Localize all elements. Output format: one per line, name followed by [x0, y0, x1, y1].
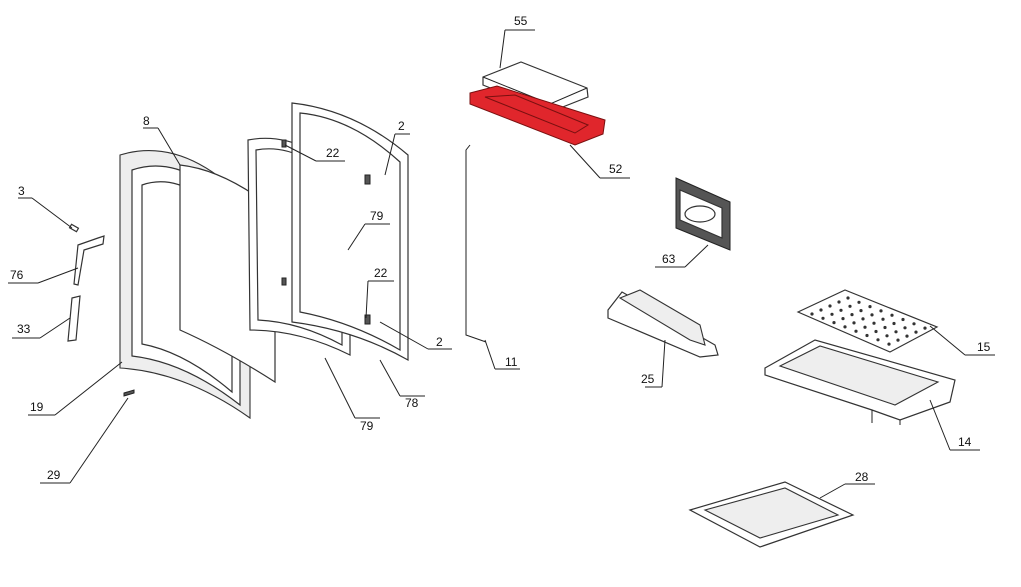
callout-label-2[interactable]: 2 — [398, 119, 405, 133]
grate-hole — [923, 326, 927, 330]
grate-hole — [828, 304, 832, 308]
callout-leader-line — [347, 223, 390, 251]
callout-leader-line — [143, 127, 181, 166]
grate-hole — [870, 313, 874, 317]
callout-leader-line — [929, 325, 995, 356]
grate-hole — [850, 313, 854, 317]
grate-hole — [874, 329, 878, 334]
part-rod-11[interactable] — [465, 144, 487, 343]
callout-label-28[interactable]: 28 — [855, 470, 869, 484]
callout-label-55[interactable]: 55 — [514, 14, 528, 28]
part-baffle-board-55[interactable] — [482, 61, 589, 113]
callout-label-25[interactable]: 25 — [641, 372, 655, 386]
grate-hole — [868, 305, 872, 309]
callout-leader-line — [384, 133, 410, 176]
grate-hole — [876, 338, 880, 342]
grate-hole — [846, 296, 850, 300]
callout-leader-line — [655, 244, 709, 268]
callout-leader-line — [18, 197, 73, 229]
part-deflector-25[interactable] — [607, 289, 719, 358]
callout-leader-line — [819, 483, 875, 499]
callout-label-22[interactable]: 22 — [326, 146, 340, 160]
callout-leader-line — [645, 339, 666, 388]
part-latch-76[interactable] — [73, 235, 105, 286]
part-pin-3[interactable] — [68, 223, 80, 233]
grate-hole — [887, 342, 891, 346]
part-magnet-29[interactable] — [123, 389, 135, 397]
grate-hole — [894, 330, 898, 334]
callout-label-29[interactable]: 29 — [47, 468, 61, 482]
callout-label-79[interactable]: 79 — [370, 209, 384, 223]
grate-hole — [901, 317, 905, 322]
callout-leader-line — [929, 399, 980, 451]
callout-label-2[interactable]: 2 — [436, 335, 443, 349]
grate-hole — [821, 316, 825, 320]
grate-hole — [848, 304, 852, 308]
grate-hole — [857, 300, 861, 304]
grate-hole — [896, 338, 900, 342]
callout-label-63[interactable]: 63 — [662, 252, 676, 266]
grate-hole — [912, 322, 916, 326]
grate-hole — [819, 308, 823, 312]
part-baffle-support-52[interactable] — [469, 85, 606, 146]
part-ash-tray-housing-14[interactable] — [764, 339, 956, 425]
callout-leader-line — [40, 397, 129, 484]
callout-label-52[interactable]: 52 — [609, 162, 623, 176]
grate-hole — [890, 313, 894, 317]
callout-leader-line — [284, 144, 345, 162]
callout-label-3[interactable]: 3 — [18, 184, 25, 198]
callout-leader-line — [12, 317, 71, 339]
callout-leader-line — [8, 267, 79, 284]
callout-label-76[interactable]: 76 — [10, 268, 24, 282]
grate-hole — [903, 326, 907, 330]
grate-hole — [810, 312, 814, 316]
grate-hole — [832, 321, 836, 325]
callout-leader-line — [499, 29, 535, 69]
grate-hole — [883, 325, 887, 330]
grate-hole — [865, 333, 869, 338]
callout-leader-line — [365, 280, 394, 319]
grate-hole — [881, 317, 885, 321]
callout-leader-line — [28, 361, 123, 416]
grate-hole — [859, 309, 863, 313]
grate-hole — [861, 317, 865, 321]
callout-leader-line — [324, 357, 380, 419]
callout-label-15[interactable]: 15 — [977, 340, 991, 354]
part-grate-15[interactable] — [796, 289, 939, 353]
part-ash-pan-28[interactable] — [688, 481, 855, 548]
grate-hole — [830, 312, 834, 316]
callout-label-22[interactable]: 22 — [374, 266, 388, 280]
grate-hole — [905, 334, 909, 338]
part-handle-33[interactable] — [67, 295, 81, 342]
callout-label-33[interactable]: 33 — [17, 322, 31, 336]
grate-hole — [872, 321, 876, 325]
grate-hole — [852, 321, 856, 325]
grate-hole — [837, 300, 841, 304]
callout-leader-line — [379, 321, 452, 350]
grate-hole — [843, 325, 847, 329]
grate-hole — [879, 309, 883, 313]
callout-label-78[interactable]: 78 — [405, 396, 419, 410]
grate-hole — [885, 334, 889, 338]
grate-hole — [839, 308, 843, 312]
callout-leader-line — [569, 144, 630, 179]
callout-label-14[interactable]: 14 — [958, 435, 972, 449]
callout-leader-line — [484, 339, 520, 370]
part-air-plate-63[interactable] — [675, 177, 731, 251]
grate-hole — [914, 330, 918, 334]
grate-hole — [892, 321, 896, 326]
grate-hole — [854, 329, 858, 333]
callout-label-8[interactable]: 8 — [143, 114, 150, 128]
grate-hole — [863, 325, 867, 329]
callout-label-79[interactable]: 79 — [360, 419, 374, 433]
grate-hole — [841, 317, 845, 321]
callout-label-11[interactable]: 11 — [505, 355, 518, 369]
callout-leader-line — [379, 359, 425, 397]
callout-label-19[interactable]: 19 — [30, 400, 44, 414]
